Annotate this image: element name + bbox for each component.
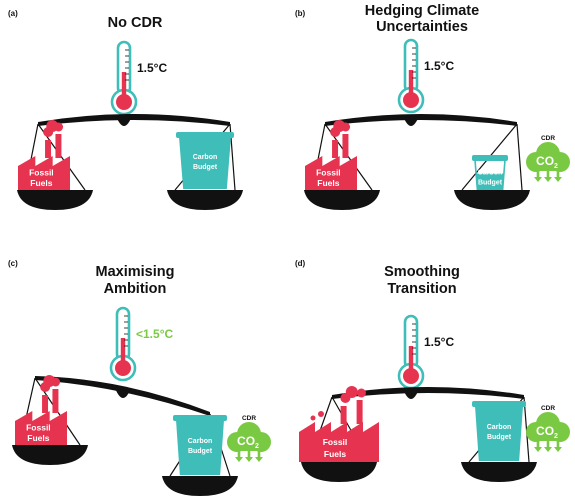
co2-gas: CO [536,154,554,168]
right-scale-pan [454,190,530,210]
scale-beam [38,114,230,126]
co2-subscript: 2 [554,163,558,170]
panel-letter: (b) [295,9,306,18]
right-scale-pan [461,462,537,482]
panel-title-line1: No CDR [108,15,163,31]
panel-title-line2: Uncertainties [376,19,468,35]
left-scale-pan [12,445,88,465]
fossil-fuels-label-line2: Fuels [317,178,339,188]
temperature-label: 1.5°C [137,61,167,75]
carbon-budget-label-line2: Budget [188,448,213,455]
cdr-cloud-icon: CDR CO2 [526,135,570,182]
thermometer-icon [109,306,137,382]
thermometer-icon [397,38,425,114]
panel-title-line1: Hedging Climate [365,3,479,19]
co2-label: CO2 [536,424,558,440]
co2-label: CO2 [237,434,259,450]
fossil-fuels-label-line1: Fossil [26,423,51,433]
panel-title-line1: Smoothing [384,264,460,280]
co2-subscript: 2 [255,443,259,450]
right-scale-pan [162,476,238,496]
panel-letter: (d) [295,259,306,268]
temperature-label: <1.5°C [136,327,173,341]
right-scale-pan [167,190,243,210]
cdr-label: CDR [541,135,555,142]
carbon-budget-label-line2: Budget [193,164,218,171]
fossil-fuels-label-line1: Fossil [316,168,341,178]
carbon-budget-label-line1: Carbon [188,438,213,445]
temperature-label: 1.5°C [424,335,454,349]
scale-pivot [403,389,419,399]
panel-letter: (c) [8,259,18,268]
scale-pivot [115,388,131,398]
fossil-fuels-label-line2: Fuels [27,433,49,443]
co2-subscript: 2 [554,433,558,440]
cdr-label: CDR [541,405,555,412]
scale-string [516,123,523,191]
scale-beam [332,387,524,399]
left-scale-pan [301,462,377,482]
left-scale-pan [304,190,380,210]
co2-gas: CO [237,434,255,448]
cdr-label: CDR [242,415,256,422]
left-scale-pan [17,190,93,210]
carbon-budget-label-line1: Carbon [193,154,218,161]
carbon-budget-label-line1: Carbon [487,424,512,431]
scale-pivot [116,116,132,126]
carbon-budget-label-line2: Budget [487,434,512,441]
cdr-cloud-icon: CDR CO2 [526,405,570,452]
carbon-budget-label-line2: Budget [478,179,503,186]
panel-title-line2: Ambition [104,281,167,297]
temperature-label: 1.5°C [424,59,454,73]
co2-gas: CO [536,424,554,438]
fossil-fuels-label-line1: Fossil [323,437,348,447]
fossil-fuels-label-line2: Fuels [30,178,52,188]
thermometer-icon [397,314,425,390]
carbon-budget-label-line1: Carbon [478,169,503,176]
fossil-fuels-label-line2: Fuels [324,449,346,459]
panel-title-line2: Transition [387,281,456,297]
scale-beam [325,114,517,126]
panel-title-line1: Maximising [96,264,175,280]
panel-letter: (a) [8,9,18,18]
fossil-fuels-label-line1: Fossil [29,168,54,178]
scale-pivot [403,116,419,126]
cdr-cloud-icon: CDR CO2 [227,415,271,462]
co2-label: CO2 [536,154,558,170]
panel-d: (d)SmoothingTransition1.5°CFossilFuelsCa… [295,259,570,482]
thermometer-icon [110,40,138,116]
